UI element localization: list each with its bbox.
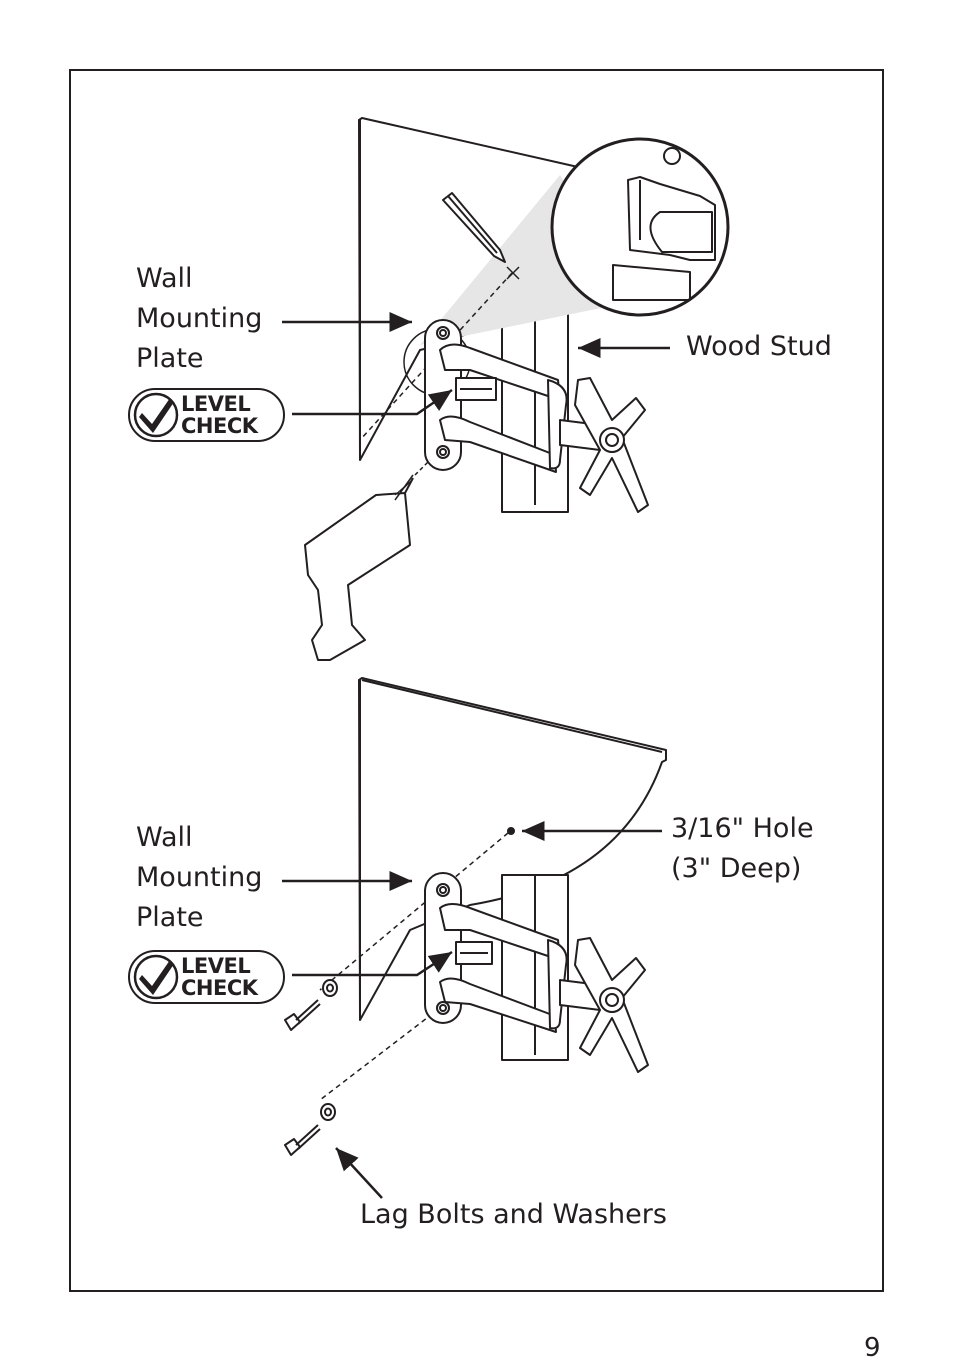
level-check-badge-2: LEVEL CHECK [181, 954, 258, 1000]
wall-panel-2 [358, 677, 667, 1021]
panel-1-illustration [304, 117, 730, 661]
wall-plate-label-1: Wall Mounting Plate [136, 263, 263, 374]
level-check-badge-1-graphic [128, 388, 285, 442]
wall-plate-label-2: Wall Mounting Plate [136, 822, 263, 933]
hole-label: 3/16" Hole (3" Deep) [671, 813, 814, 884]
level-check-badge-1: LEVEL CHECK [181, 392, 258, 438]
drill-icon [304, 474, 414, 661]
page-frame [69, 69, 884, 1292]
washer-icon [320, 979, 338, 1121]
lag-bolt-icon [284, 999, 321, 1156]
checkmark-icon [139, 398, 174, 433]
vesa-bracket-1 [574, 377, 649, 513]
panel-2-illustration [284, 677, 667, 1156]
lag-bolts-label: Lag Bolts and Washers [360, 1199, 667, 1230]
level-check-badge-2-graphic [128, 950, 285, 1004]
vesa-bracket-2 [574, 937, 649, 1073]
pencil-icon [442, 192, 506, 263]
page-number: 9 [864, 1333, 881, 1363]
wood-stud-label: Wood Stud [686, 331, 832, 362]
magnifier-callout [550, 137, 730, 317]
